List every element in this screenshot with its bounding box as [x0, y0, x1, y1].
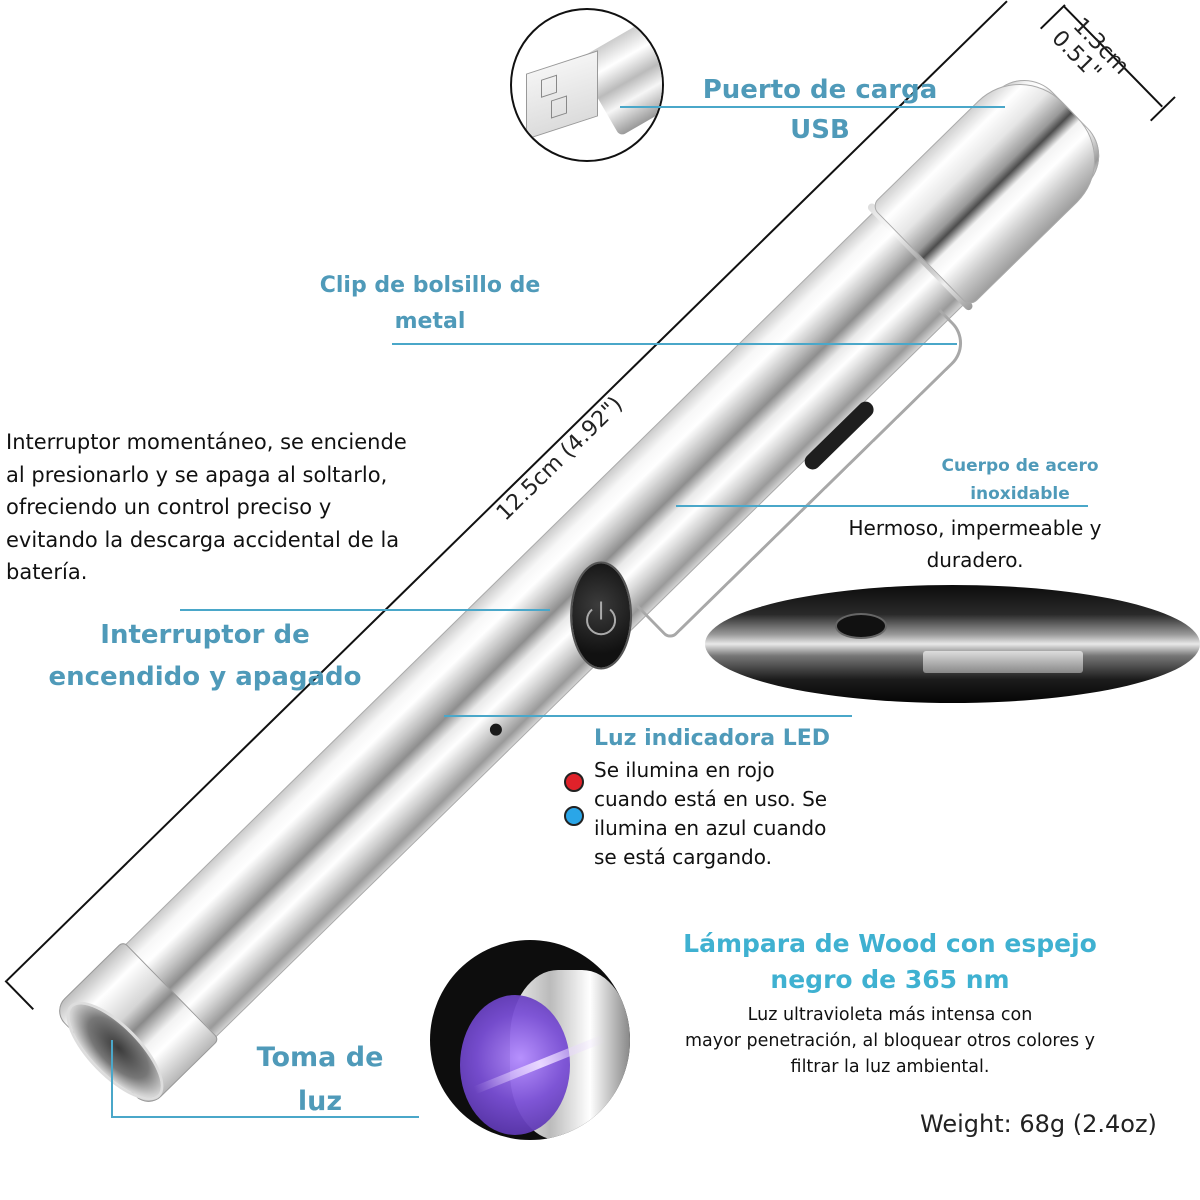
steel-desc-line2: duradero.	[926, 548, 1024, 572]
uv-flashlight-pen	[51, 59, 1120, 1111]
led-desc-line: cuando está en uso. Se	[594, 787, 828, 811]
usb-pad	[541, 74, 557, 98]
blue-led-dot-icon	[564, 806, 584, 826]
steel-body-leader-line	[676, 505, 1088, 507]
led-leader-line	[444, 715, 852, 717]
desc-line: al presionarlo y se apaga al soltarlo,	[6, 462, 388, 487]
diameter-label: 1.3cm 0.51"	[1047, 13, 1134, 97]
wood-lamp-description: Luz ultravioleta más intensa con mayor p…	[640, 1002, 1140, 1080]
power-symbol-icon	[586, 601, 617, 636]
diameter-dimension-tick-1	[1040, 4, 1066, 30]
wood-desc-line: filtrar la luz ambiental.	[790, 1057, 990, 1077]
steel-body-title: Cuerpo de acero inoxidable	[920, 452, 1120, 508]
led-desc-line: ilumina en azul cuando	[594, 816, 827, 840]
clip-leader-line	[392, 343, 957, 345]
steel-desc-line1: Hermoso, impermeable y	[848, 516, 1102, 540]
length-dimension-tick-bottom	[4, 980, 34, 1010]
led-title: Luz indicadora LED	[594, 726, 831, 751]
desc-line: ofreciendo un control preciso y	[6, 495, 332, 519]
usb-title-line2: USB	[790, 115, 850, 145]
wood-title-line1: Lámpara de Wood con espejo	[683, 929, 1097, 958]
usb-leader-line	[620, 106, 1005, 108]
led-desc-line: se está cargando.	[594, 845, 772, 869]
outlet-title-line1: Toma de	[256, 1042, 384, 1073]
power-switch-title: Interruptor de encendido y apagado	[30, 614, 380, 698]
wet-clip	[923, 651, 1083, 673]
desc-line: batería.	[6, 560, 88, 584]
uv-lens-inset	[430, 940, 630, 1140]
wood-desc-line: Luz ultravioleta más intensa con	[747, 1005, 1033, 1025]
steel-body-description: Hermoso, impermeable y duradero.	[812, 512, 1138, 576]
light-outlet-leader-vertical	[111, 1040, 113, 1118]
wood-desc-line: mayor penetración, al bloquear otros col…	[684, 1031, 1096, 1051]
led-description: Se ilumina en rojo cuando está en uso. S…	[594, 756, 827, 872]
power-title-line1: Interruptor de	[100, 620, 310, 650]
clip-title-line2: metal	[394, 309, 466, 334]
pocket-clip-title: Clip de bolsillo de metal	[300, 268, 560, 340]
wood-title-line2: negro de 365 nm	[770, 965, 1010, 994]
power-switch-leader-line	[180, 609, 550, 611]
desc-line: Interruptor momentáneo, se enciende	[6, 430, 407, 454]
uv-glass	[460, 995, 570, 1135]
momentary-switch-description: Interruptor momentáneo, se enciende al p…	[6, 426, 407, 589]
power-title-line2: encendido y apagado	[48, 662, 362, 692]
usb-pad	[551, 95, 567, 119]
usb-title-line1: Puerto de carga	[702, 75, 938, 105]
light-outlet-leader-horizontal	[111, 1116, 419, 1118]
usb-port-title: Puerto de carga USB	[680, 70, 960, 150]
desc-line: evitando la descarga accidental de la	[6, 527, 400, 552]
power-button-icon	[572, 563, 631, 668]
usb-port-inset	[510, 8, 664, 162]
clip-title-line1: Clip de bolsillo de	[319, 273, 541, 298]
light-outlet-title: Toma de luz	[230, 1036, 410, 1124]
outlet-title-line2: luz	[297, 1086, 343, 1117]
wet-power-button	[835, 613, 887, 639]
steel-title-line2: inoxidable	[970, 484, 1070, 504]
red-led-dot-icon	[564, 772, 584, 792]
steel-title-line1: Cuerpo de acero	[941, 456, 1099, 476]
usb-plug-icon	[526, 50, 598, 140]
weight-label: Weight: 68g (2.4oz)	[920, 1110, 1157, 1138]
led-desc-line: Se ilumina en rojo	[594, 758, 775, 782]
waterproof-demo-inset	[705, 585, 1200, 703]
wood-lamp-title: Lámpara de Wood con espejo negro de 365 …	[650, 926, 1130, 998]
